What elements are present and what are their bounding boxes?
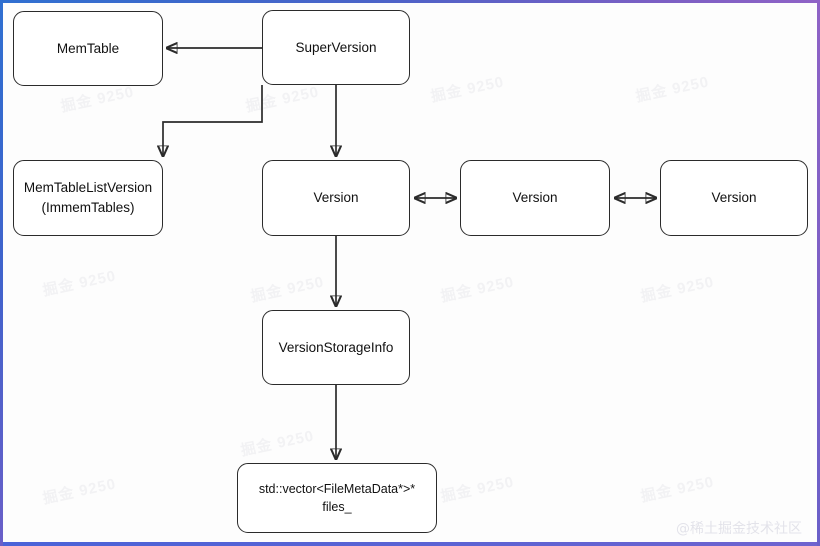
- node-versionstorageinfo-label: VersionStorageInfo: [278, 339, 394, 355]
- node-version-1[interactable]: Version: [262, 160, 410, 236]
- node-memtablelistversion-label: MemTableListVersion (ImmemTables): [23, 180, 153, 215]
- node-files-vector[interactable]: std::vector<FileMetaData*>* files_: [237, 463, 437, 533]
- node-version-2[interactable]: Version: [460, 160, 610, 236]
- node-version-2-label: Version: [512, 190, 558, 206]
- node-versionstorageinfo[interactable]: VersionStorageInfo: [262, 310, 410, 385]
- node-version-1-label: Version: [313, 190, 359, 206]
- node-version-3-label: Version: [711, 190, 757, 206]
- edge-superversion-memtablelistversion: [163, 85, 263, 156]
- node-memtablelistversion[interactable]: MemTableListVersion (ImmemTables): [13, 160, 163, 236]
- node-superversion[interactable]: SuperVersion: [262, 10, 410, 85]
- node-memtable[interactable]: MemTable: [13, 11, 163, 86]
- node-files-vector-label: std::vector<FileMetaData*>* files_: [258, 481, 416, 514]
- node-memtable-label: MemTable: [56, 40, 120, 56]
- node-version-3[interactable]: Version: [660, 160, 808, 236]
- corner-watermark: @稀土掘金技术社区: [676, 521, 802, 537]
- node-superversion-label: SuperVersion: [295, 39, 377, 55]
